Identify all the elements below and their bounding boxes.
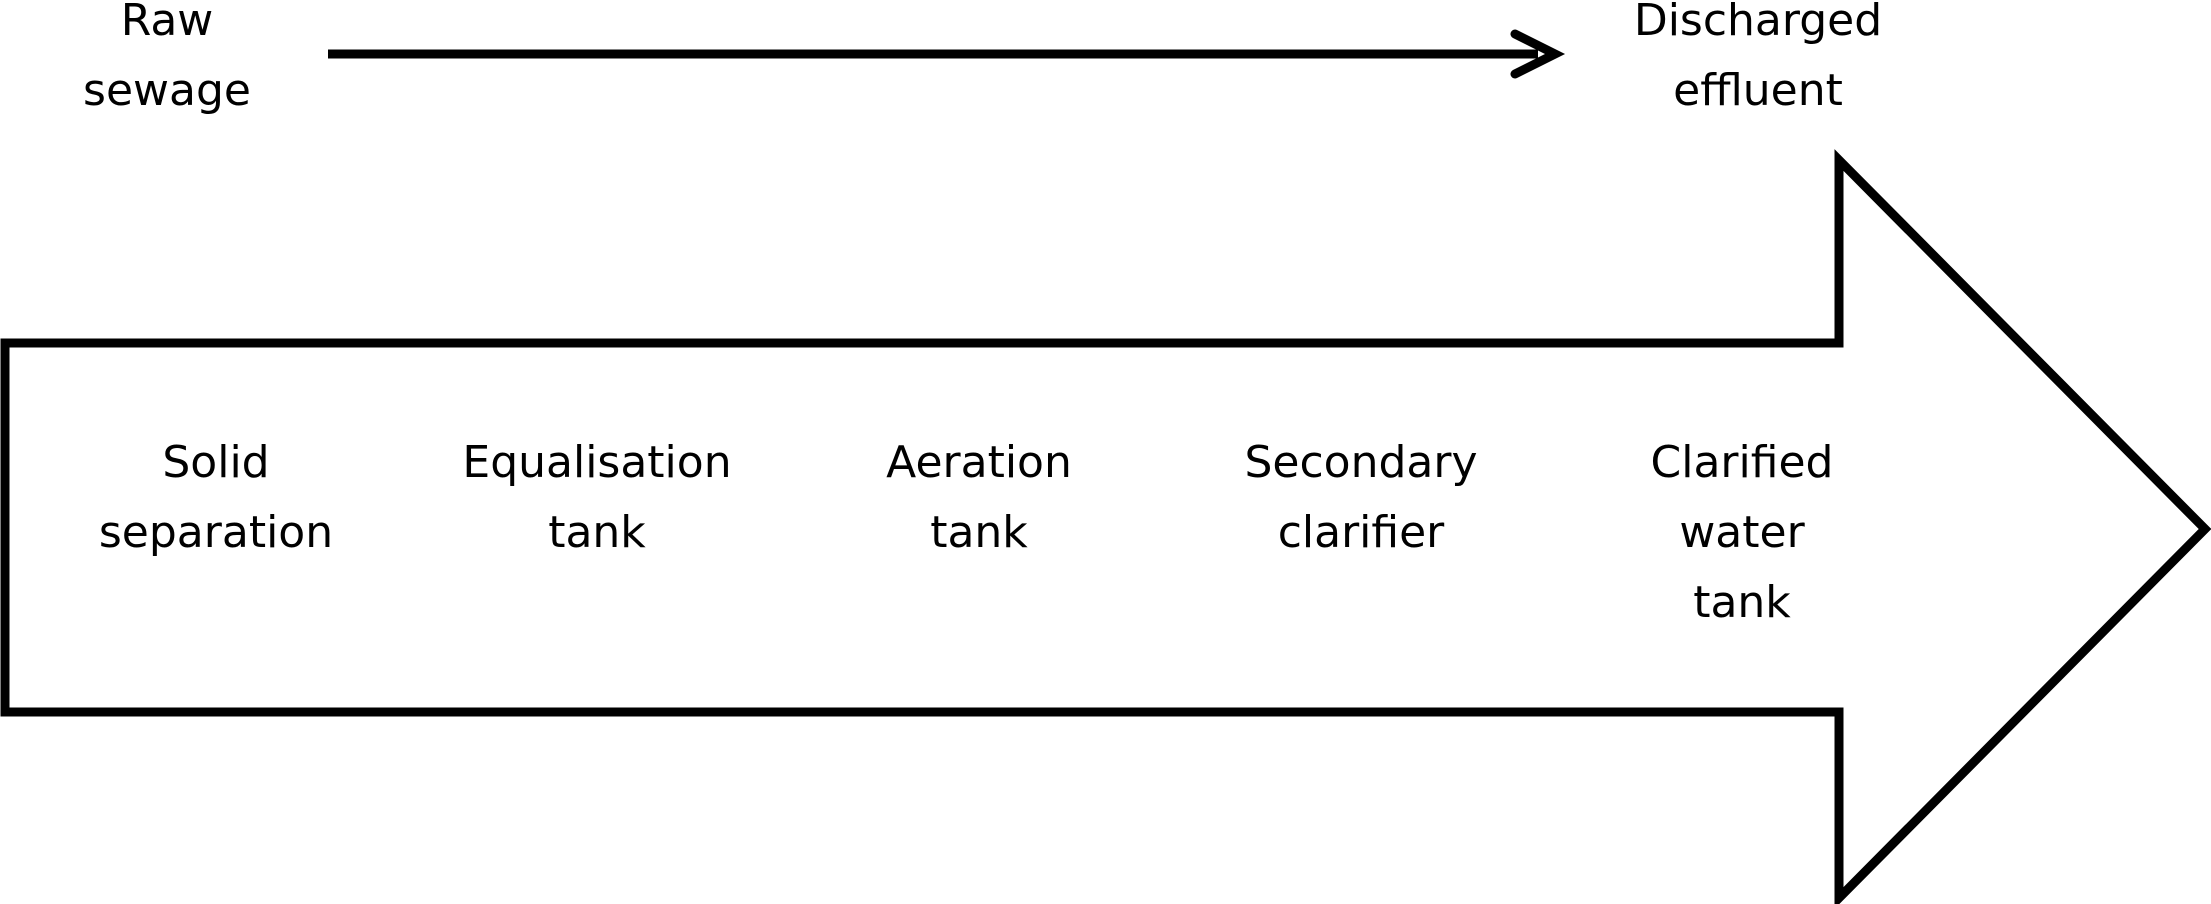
stage-clarified-water-tank: Clarified water tank xyxy=(1650,437,1834,628)
raw-sewage-label: Raw sewage xyxy=(83,0,251,116)
discharged-effluent-label: Discharged effluent xyxy=(1633,0,1883,116)
stage-solid-separation: Solid separation xyxy=(98,437,334,558)
stage-secondary-clarifier: Secondary clarifier xyxy=(1244,437,1478,558)
stage-equalisation-tank: Equalisation tank xyxy=(462,437,732,558)
process-block-arrow xyxy=(0,149,2211,904)
stage-aeration-tank: Aeration tank xyxy=(886,437,1072,558)
top-flow-arrowhead xyxy=(1510,29,1566,79)
